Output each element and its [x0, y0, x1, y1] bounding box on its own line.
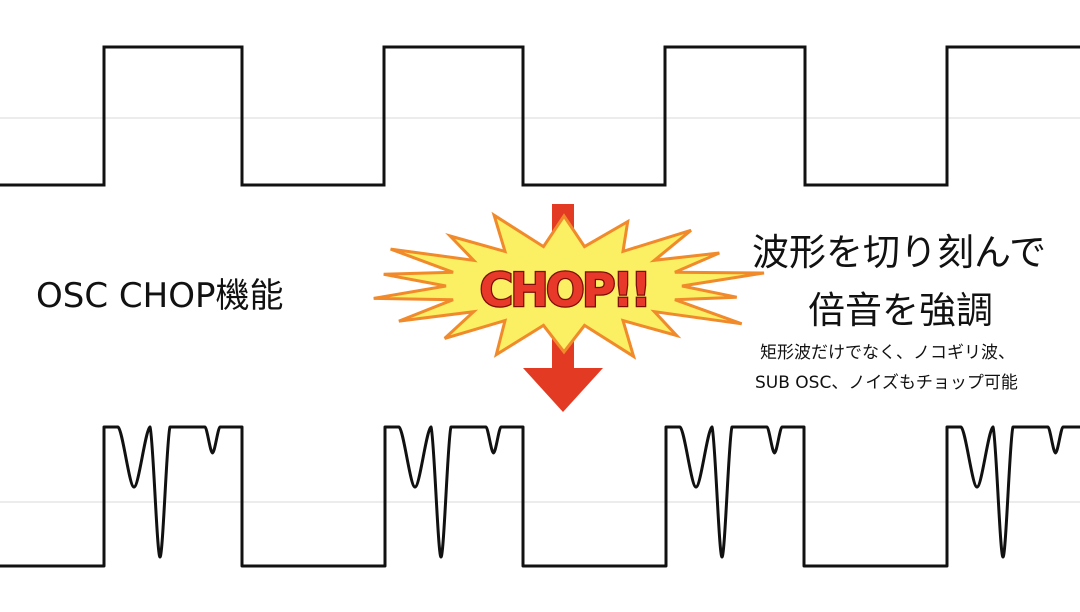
chop-burst-text: CHOP!! [479, 263, 648, 317]
description-line-1: 矩形波だけでなく、ノコギリ波、 [760, 343, 1015, 363]
description-line-2: SUB OSC、ノイズもチョップ可能 [755, 373, 1018, 393]
square-wave [0, 45, 1080, 187]
heading-line-2: 倍音を強調 [808, 289, 993, 332]
feature-title: OSC CHOP機能 [36, 276, 284, 316]
heading-line-1: 波形を切り刻んで [752, 231, 1047, 274]
burst-shape [373, 211, 765, 360]
chopped-wave [0, 425, 1080, 568]
